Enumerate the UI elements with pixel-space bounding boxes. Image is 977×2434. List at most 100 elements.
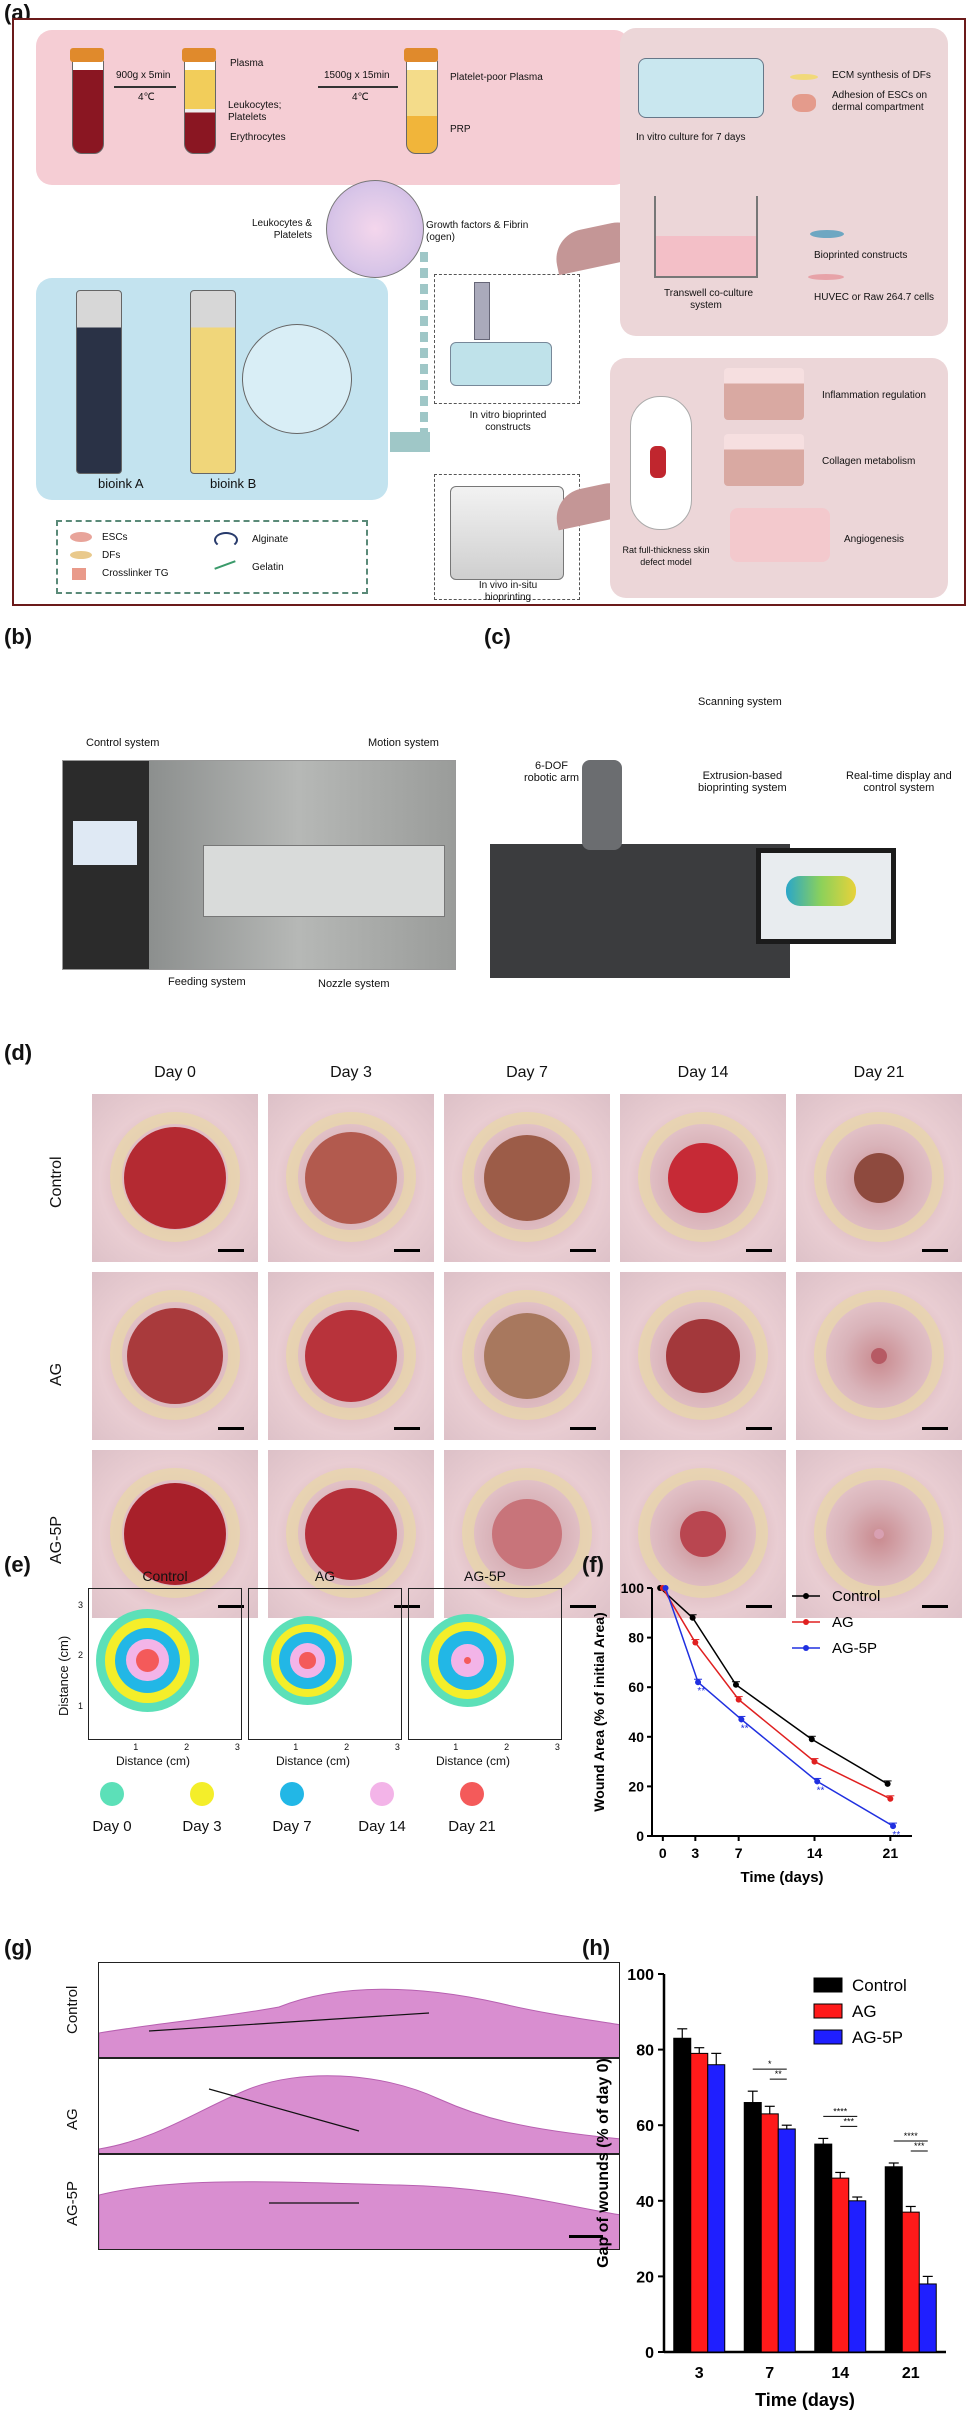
y-tick-label: 20: [628, 1778, 644, 1794]
centrifuge-step-2: 1500g x 15min: [324, 70, 390, 81]
angiogenesis-icon: [730, 508, 830, 562]
syringe-a-icon: [76, 290, 122, 474]
legend-label: Control: [852, 1976, 907, 1995]
data-point: [735, 1696, 742, 1703]
crosslinker-icon: [72, 568, 86, 580]
escs-icon: [70, 532, 92, 542]
wound-photo: [268, 1272, 434, 1440]
significance-mark: ****: [833, 2106, 848, 2116]
wound-photo: [796, 1450, 962, 1618]
wound-area: [483, 1134, 571, 1222]
centrifuge-step-1: 900g x 5min: [116, 70, 171, 81]
y-axis-label: Wound Area (% of initial Area): [591, 1612, 607, 1811]
x-axis-label: Distance (cm): [116, 1754, 191, 1768]
y-tick-label: 3: [78, 1600, 84, 1611]
group-row-label: AG: [48, 1362, 65, 1386]
significance-mark: ***: [914, 2141, 925, 2151]
wound-gap-line: [208, 2088, 360, 2132]
x-tick-label: 3: [691, 1845, 699, 1861]
data-point: [738, 1716, 745, 1723]
panel-label-f: (f): [582, 1552, 604, 1577]
group-row-label: Control: [64, 1985, 81, 2034]
in-vitro-bioprinted-frame: [434, 274, 580, 404]
robotic-arm-label: 6-DOF robotic arm: [524, 760, 580, 784]
tissue-shape: [99, 2181, 619, 2249]
panel-label-g: (g): [4, 1935, 33, 1960]
contour-plot: [248, 1588, 402, 1740]
x-axis-label: Time (days): [755, 2390, 855, 2410]
contour-group-title: AG-5P: [463, 1568, 506, 1584]
wound-area: [854, 1153, 904, 1203]
bioprinted-construct-icon: [810, 230, 844, 238]
scale-bar: [746, 1249, 772, 1252]
legend-label: AG-5P: [832, 1640, 877, 1657]
x-tick-label: 7: [735, 1845, 743, 1861]
dfs-icon: [70, 551, 92, 559]
panel-label-d: (d): [4, 1040, 33, 1065]
collagen-label: Collagen metabolism: [822, 456, 916, 467]
wound-icon: [650, 446, 666, 478]
wound-area: [874, 1529, 884, 1539]
y-tick-label: 2: [78, 1650, 84, 1661]
wound-photo: [92, 1450, 258, 1618]
x-tick-label: 3: [695, 2365, 704, 2382]
wound-area: [123, 1126, 227, 1230]
contour-group-title: AG: [314, 1568, 336, 1584]
x-tick-label: 21: [902, 2365, 920, 2382]
transwell-icon: [654, 196, 758, 278]
wound-area: [126, 1307, 224, 1405]
group-row-label: AG-5P: [48, 1515, 65, 1564]
legend-alginate: Alginate: [252, 534, 289, 545]
leukocytes-platelets-label-2: Leukocytes & Platelets: [252, 218, 313, 241]
erythrocytes-label: Erythrocytes: [230, 132, 286, 143]
legend-swatch: [190, 1782, 214, 1806]
panel-label-c: (c): [484, 624, 511, 649]
data-point: [662, 1585, 669, 1591]
x-tick-label: 3: [554, 1742, 560, 1752]
legend-marker: [803, 1593, 809, 1599]
data-point: [695, 1679, 702, 1686]
ecm-icon: [790, 74, 818, 80]
wound-area: [666, 1319, 740, 1393]
data-point: [692, 1639, 699, 1646]
alginate-icon: [214, 532, 238, 548]
feeding-system-label: Feeding system: [168, 976, 246, 988]
y-tick-label: 0: [645, 2345, 654, 2362]
legend-label: Control: [832, 1588, 880, 1605]
skin-collagen-icon: [724, 434, 804, 486]
significance-mark: ***: [843, 2116, 854, 2126]
data-point: [811, 1758, 818, 1765]
he-section-image: [98, 2154, 620, 2250]
wound-area: [483, 1312, 571, 1400]
day-column-header: Day 21: [853, 1064, 905, 1081]
y-tick-label: 100: [621, 1580, 645, 1596]
scale-bar: [746, 1605, 772, 1608]
scale-bar: [218, 1605, 244, 1608]
y-tick-label: 20: [636, 2269, 654, 2286]
tube-cap-icon: [70, 48, 104, 62]
bioprinter-icon: [450, 486, 564, 580]
process-arrow-icon: [420, 252, 428, 452]
y-tick-label: 60: [636, 2118, 654, 2135]
wound-photo: [796, 1272, 962, 1440]
series-line-ag-5p: [664, 1587, 894, 1827]
y-tick-label: 0: [636, 1828, 644, 1844]
legend-swatch: [813, 2029, 843, 2045]
wound-photo: [620, 1272, 786, 1440]
data-point: [890, 1823, 897, 1830]
day-column-header: Day 0: [154, 1064, 196, 1081]
culture-plate-icon: [638, 58, 764, 118]
x-tick-label: 2: [344, 1742, 350, 1752]
scale-bar: [570, 1605, 596, 1608]
contour-plot: [408, 1588, 562, 1740]
y-axis-label: Gap of wounds (% of day 0): [595, 2058, 612, 2268]
skin-inflammation-icon: [724, 368, 804, 420]
tissue-shape: [99, 1988, 619, 2057]
x-tick-label: 0: [659, 1845, 667, 1861]
legend-gelatin: Gelatin: [252, 562, 284, 573]
scale-bar: [922, 1605, 948, 1608]
x-tick-label: 1: [293, 1742, 299, 1752]
data-point: [884, 1780, 891, 1787]
he-section-image: [98, 1962, 620, 2058]
group-row-label: AG-5P: [64, 2180, 81, 2226]
